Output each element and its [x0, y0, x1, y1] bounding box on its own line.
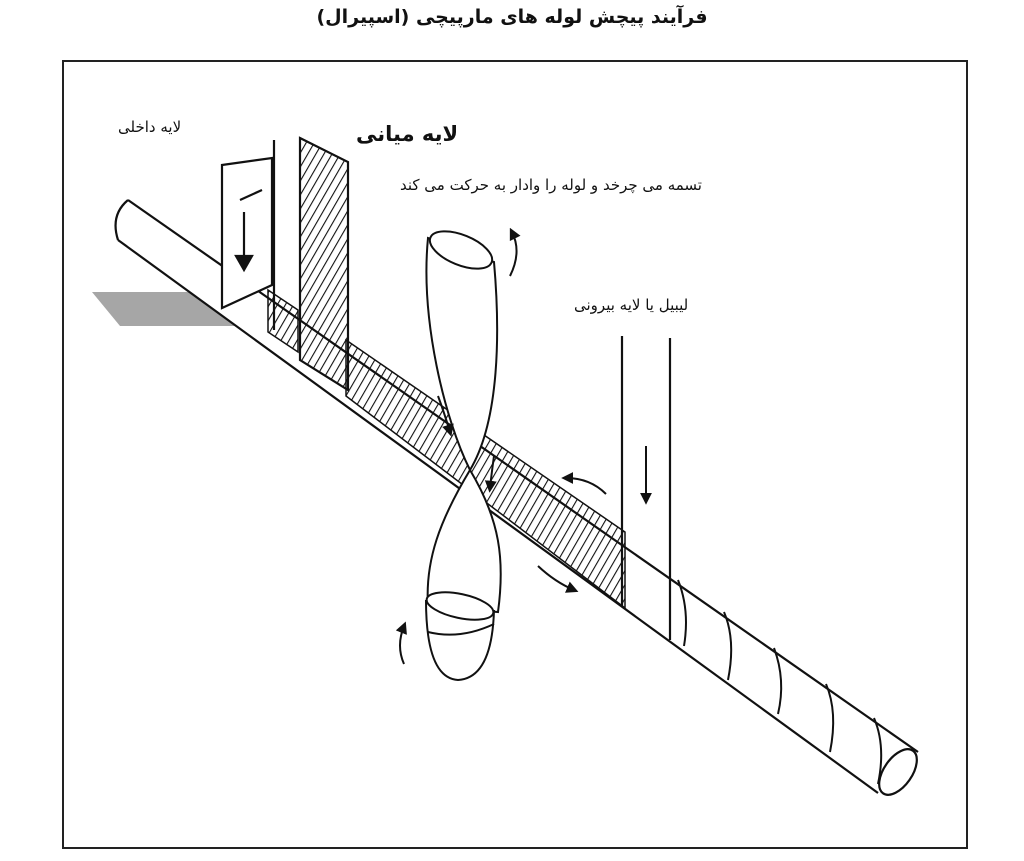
diagram-frame — [62, 60, 968, 849]
inner-layer-strip — [220, 156, 274, 310]
middle-layer-strip — [272, 136, 350, 392]
belt-note-label: تسمه می چرخد و لوله را وادار به حرکت می … — [400, 176, 702, 194]
outer-layer-label: لیبیل یا لایه بیرونی — [574, 296, 689, 314]
outer-label-strip — [620, 336, 672, 640]
spiral-seams — [677, 579, 883, 785]
motion-arrows — [395, 227, 652, 665]
inner-layer-label: لایه داخلی — [118, 118, 182, 136]
belt-drive — [425, 230, 502, 682]
middle-layer-label: لایه میانی — [356, 122, 459, 146]
diagram-title: فرآیند پیچش لوله های مارپیچی (اسپیرال) — [316, 6, 708, 28]
middle-layer-wrap — [267, 288, 299, 354]
